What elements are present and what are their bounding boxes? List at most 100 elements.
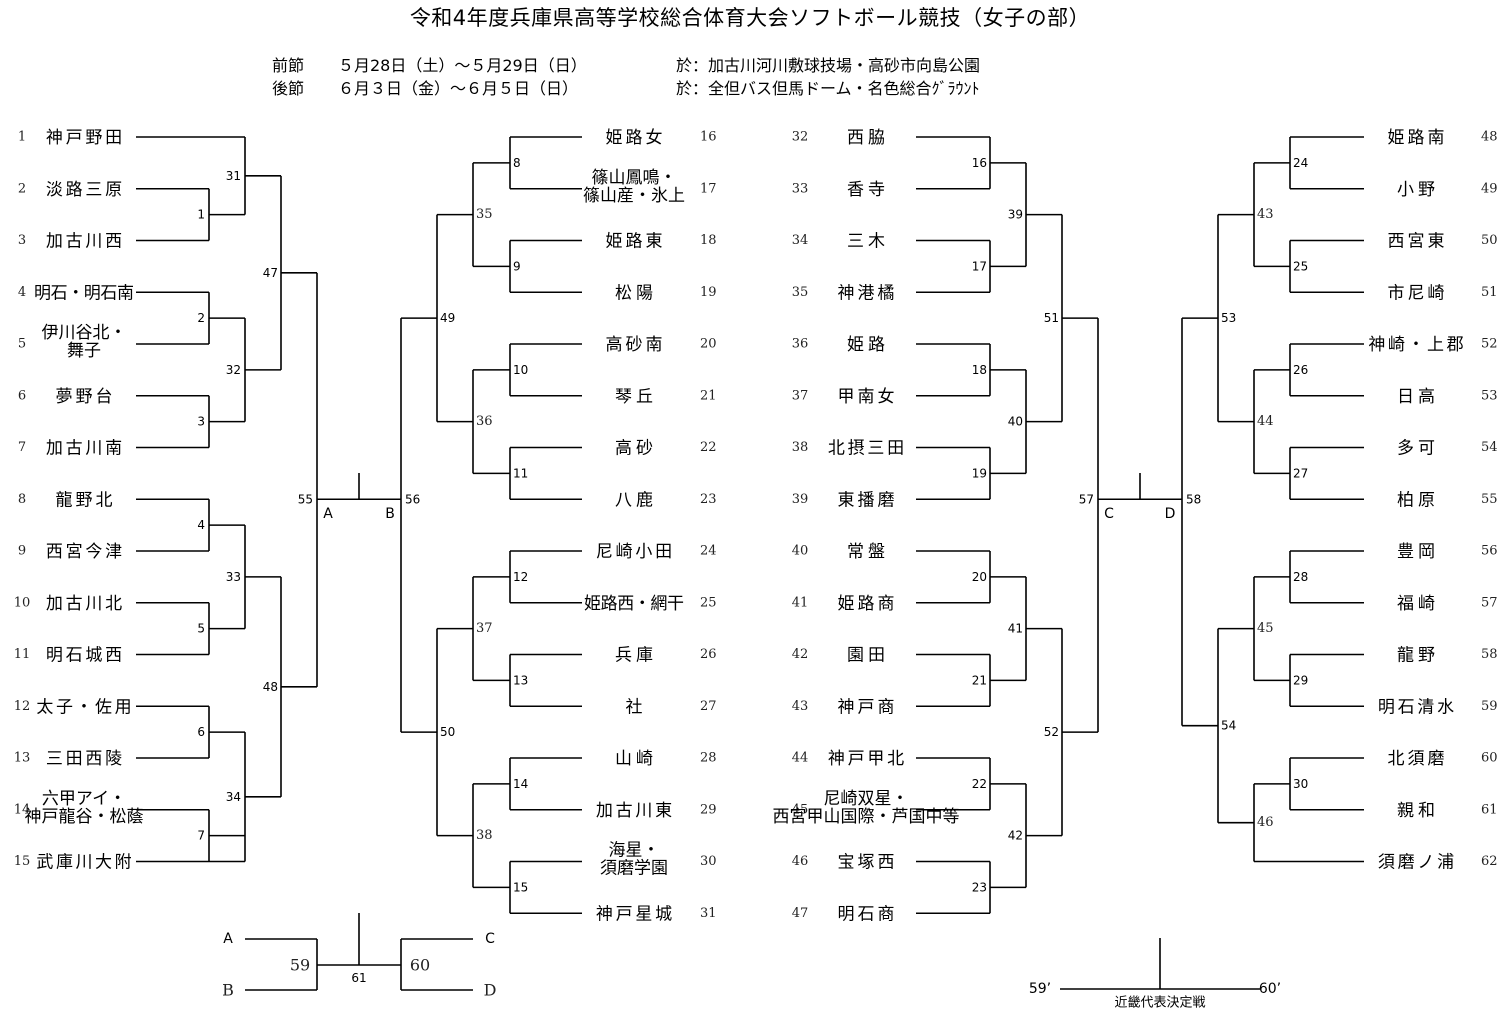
match-number: 20 bbox=[972, 570, 987, 584]
match-number: 17 bbox=[972, 259, 987, 273]
team-seed-number: 2 bbox=[18, 181, 26, 196]
match-number: 1 bbox=[197, 208, 205, 222]
team-name-line: 加古川東 bbox=[596, 801, 672, 821]
team-name: 六甲アイ・神戸龍谷・松蔭 bbox=[25, 789, 144, 827]
team-name-line: 高砂南 bbox=[605, 335, 662, 355]
match-number: 51 bbox=[1044, 311, 1059, 325]
team-name: 小野 bbox=[1397, 180, 1435, 200]
team-name-line: 武庫川大附 bbox=[36, 853, 131, 873]
match-number: 29 bbox=[1293, 673, 1308, 687]
team-name-line: 神港橘 bbox=[837, 283, 894, 303]
team-name-line: 日高 bbox=[1397, 387, 1435, 407]
team-name-line: 三木 bbox=[847, 232, 885, 252]
team-name: 多可 bbox=[1397, 439, 1435, 459]
team-name: 西脇 bbox=[847, 128, 885, 148]
team-seed-number: 59 bbox=[1481, 699, 1498, 714]
team-seed-number: 4 bbox=[18, 285, 26, 300]
match-number: 46 bbox=[1257, 815, 1274, 830]
team-name: 神戸野田 bbox=[46, 128, 122, 148]
match-number: 9 bbox=[513, 259, 521, 273]
team-name: 明石清水 bbox=[1378, 697, 1454, 717]
kinki-slot-60: 60’ bbox=[1259, 981, 1281, 997]
team-name-line: 常盤 bbox=[847, 542, 885, 562]
schedule-first-venue: 於：加古川河川敷球技場・高砂市向島公園 bbox=[676, 56, 981, 75]
match-number: 11 bbox=[513, 466, 528, 480]
team-seed-number: 48 bbox=[1481, 130, 1498, 145]
team-name-line: 加古川北 bbox=[46, 594, 122, 614]
team-name-line: 社 bbox=[626, 697, 643, 717]
team-name: 豊岡 bbox=[1397, 542, 1435, 562]
team-seed-number: 34 bbox=[792, 233, 809, 248]
match-number: 5 bbox=[197, 622, 205, 636]
match-number: 53 bbox=[1221, 311, 1236, 325]
team-name: 海星・須磨学園 bbox=[600, 841, 668, 879]
team-name: 北須磨 bbox=[1387, 749, 1444, 769]
team-name: 日高 bbox=[1397, 387, 1435, 407]
match-number: 50 bbox=[440, 725, 455, 739]
team-name: 夢野台 bbox=[55, 387, 112, 407]
team-name-line: 東播磨 bbox=[837, 490, 894, 510]
team-name-line: 神崎・上郡 bbox=[1368, 335, 1463, 355]
match-number: 41 bbox=[1008, 622, 1023, 636]
team-name: 須磨ノ浦 bbox=[1378, 853, 1454, 873]
team-seed-number: 39 bbox=[792, 492, 809, 507]
match-number: 15 bbox=[513, 880, 528, 894]
team-seed-number: 7 bbox=[18, 440, 26, 455]
team-seed-number: 49 bbox=[1481, 181, 1498, 196]
team-seed-number: 19 bbox=[700, 285, 717, 300]
team-seed-number: 13 bbox=[14, 751, 31, 766]
team-seed-number: 14 bbox=[14, 802, 31, 817]
team-seed-number: 8 bbox=[18, 492, 26, 507]
team-name-line: 市尼崎 bbox=[1387, 283, 1444, 303]
team-name: 神戸星城 bbox=[596, 904, 672, 924]
team-seed-number: 10 bbox=[14, 595, 31, 610]
team-name: 加古川東 bbox=[596, 801, 672, 821]
team-name-line: 香寺 bbox=[847, 180, 885, 200]
team-name: 社 bbox=[626, 697, 643, 717]
match-number: 35 bbox=[476, 207, 493, 222]
match-number: 16 bbox=[972, 156, 987, 170]
team-name: 武庫川大附 bbox=[36, 853, 131, 873]
team-seed-number: 11 bbox=[14, 647, 31, 662]
team-name-line: 明石・明石南 bbox=[34, 283, 134, 303]
team-name: 神戸商 bbox=[837, 697, 894, 717]
team-name-line: 松陽 bbox=[615, 283, 653, 303]
team-seed-number: 38 bbox=[792, 440, 809, 455]
team-name-line: 八鹿 bbox=[615, 490, 653, 510]
team-name-line: 明石清水 bbox=[1378, 697, 1454, 717]
team-name: 西宮今津 bbox=[46, 542, 122, 562]
team-seed-number: 18 bbox=[700, 233, 717, 248]
team-name-line: 西脇 bbox=[847, 128, 885, 148]
team-name: 姫路南 bbox=[1387, 128, 1444, 148]
team-name: 松陽 bbox=[615, 283, 653, 303]
team-seed-number: 60 bbox=[1481, 751, 1498, 766]
schedule-first-label: 前節 bbox=[272, 56, 305, 75]
match-number: 34 bbox=[226, 790, 241, 804]
final-slot-d: D bbox=[484, 981, 497, 1000]
match-number: 58 bbox=[1186, 492, 1201, 506]
match-number: 48 bbox=[263, 680, 278, 694]
schedule-second-venue: 於：全但バス但馬ドーム・名色総合ｸﾞﾗｳﾝﾄ bbox=[676, 79, 980, 98]
team-name-line: 三田西陵 bbox=[46, 749, 122, 769]
team-name-line: 篠山鳳鳴・ bbox=[592, 168, 677, 188]
team-seed-number: 53 bbox=[1481, 388, 1498, 403]
team-name-line: 西宮甲山国際・芦国中等 bbox=[773, 807, 960, 827]
team-name-line: 琴丘 bbox=[615, 387, 653, 407]
page-title: 令和4年度兵庫県高等学校総合体育大会ソフトボール競技（女子の部） bbox=[409, 6, 1091, 30]
final-match-59: 59 bbox=[290, 956, 310, 975]
match-number: 55 bbox=[298, 492, 313, 506]
team-name: 太子・佐用 bbox=[36, 697, 131, 717]
match-number: 8 bbox=[513, 156, 521, 170]
team-seed-number: 33 bbox=[792, 181, 809, 196]
team-name: 明石・明石南 bbox=[34, 283, 134, 303]
team-seed-number: 52 bbox=[1481, 337, 1498, 352]
final-match-61: 61 bbox=[351, 971, 366, 985]
bracket-letter: A bbox=[323, 506, 333, 522]
match-number: 39 bbox=[1008, 208, 1023, 222]
team-seed-number: 17 bbox=[700, 181, 717, 196]
team-name: 琴丘 bbox=[615, 387, 653, 407]
match-number: 31 bbox=[226, 169, 241, 183]
team-name: 市尼崎 bbox=[1387, 283, 1444, 303]
team-name-line: 福崎 bbox=[1397, 594, 1435, 614]
